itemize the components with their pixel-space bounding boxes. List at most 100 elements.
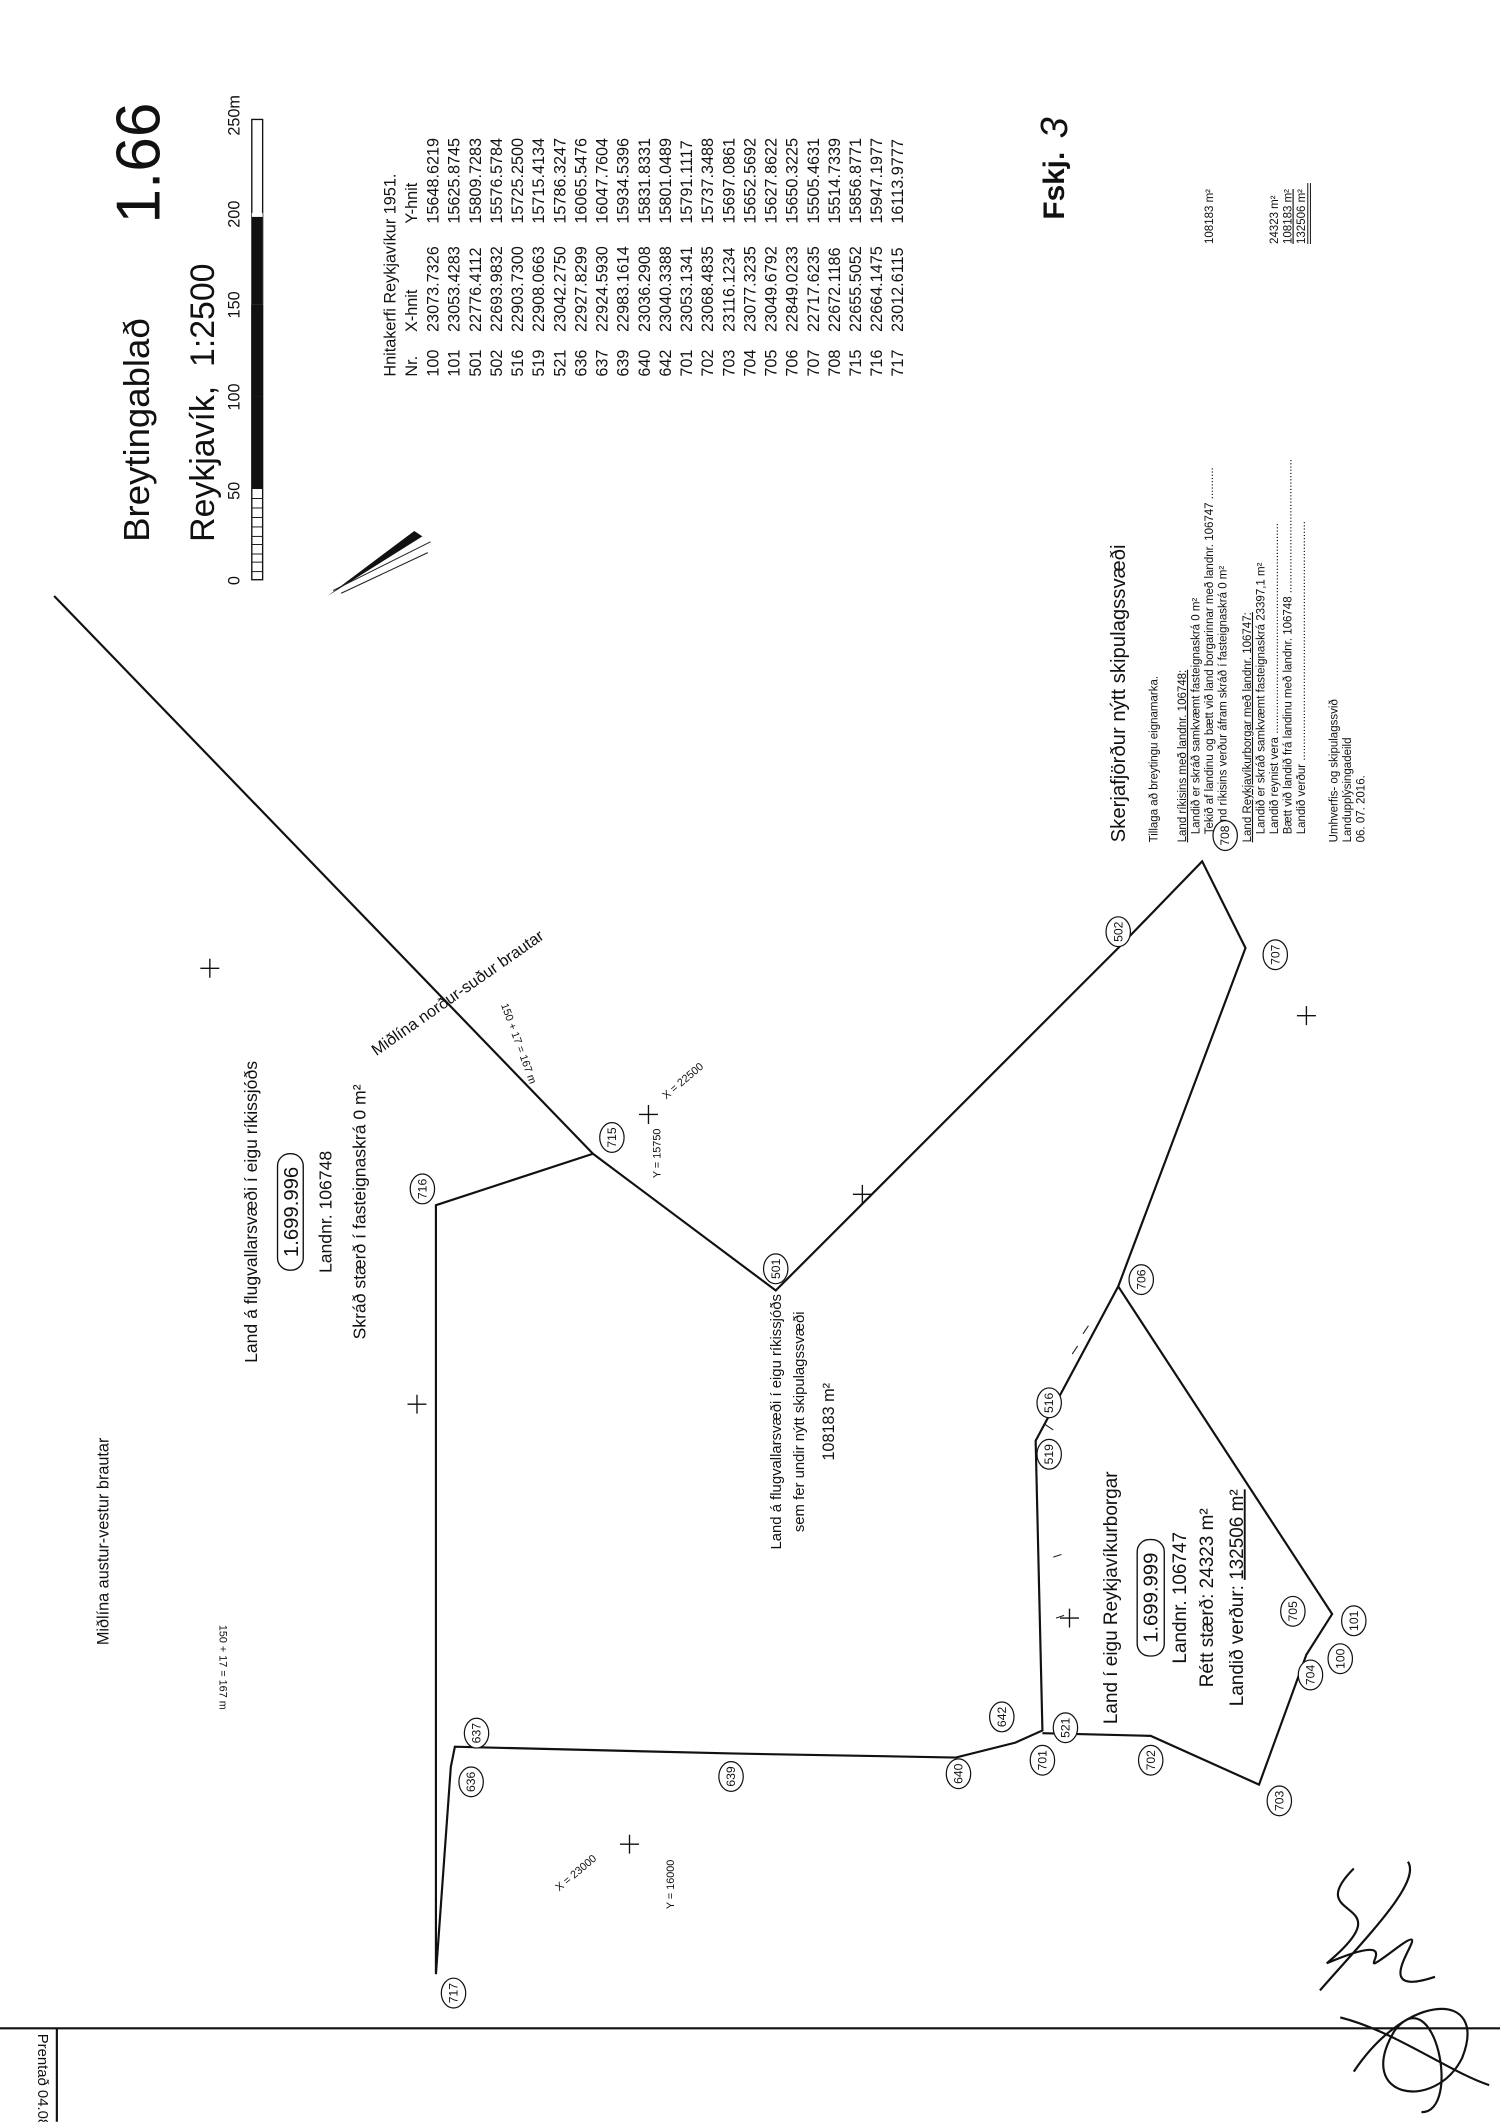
area-transfer: Land á flugvallarsvæði í eigu ríkissjóðs…: [769, 1294, 838, 1549]
point-marker: 642: [989, 1701, 1015, 1733]
coordinate-cell-nr: 705: [763, 350, 781, 377]
parcel-number: 1.699.996: [281, 1167, 303, 1257]
point-label: 708: [1218, 825, 1232, 846]
scale-bar: 0 50 100 150 200 250m: [226, 95, 264, 585]
parcel-number: 1.699.999: [1140, 1553, 1162, 1643]
point-marker: 516: [1036, 1387, 1062, 1419]
coordinate-cell-nr: 703: [720, 350, 738, 377]
state-line: Tekið af landinu og bætt við land borgar…: [1204, 467, 1216, 834]
point-circle: [463, 1717, 490, 1749]
column-header-y: Y-hnit: [403, 182, 421, 223]
point-circle: [1262, 939, 1289, 971]
coordinate-cell-x: 23077.3235: [741, 246, 759, 332]
point-marker: 639: [718, 1760, 744, 1792]
sheet-title: Breytingablað: [116, 318, 157, 541]
point-marker: 716: [409, 1173, 436, 1205]
footer-line: Umhverfis- og skipulagssvið: [1329, 699, 1341, 842]
city-value: 24323 m²: [1269, 195, 1281, 244]
city-value: 108183 m²: [1283, 189, 1295, 244]
point-circle: [1105, 916, 1132, 948]
point-label: 100: [1333, 1648, 1347, 1669]
point-label: 639: [724, 1766, 738, 1787]
attachment-number: 3: [1034, 117, 1076, 138]
coordinate-cell-nr: 519: [530, 350, 548, 377]
point-circle: [1036, 1438, 1062, 1470]
point-circle: [1280, 1595, 1306, 1627]
centerline-ew-label: Miðlína austur-vestur brautar: [94, 1437, 112, 1645]
grid-crosses: [200, 958, 1316, 1854]
coordinate-cell-y: 15715.4134: [530, 138, 548, 224]
coordinate-cell-nr: 716: [868, 350, 886, 377]
coordinate-cell-nr: 516: [509, 350, 527, 377]
coordinate-cell-nr: 707: [805, 350, 823, 377]
point-circle: [1137, 1744, 1164, 1776]
point-marker: 715: [599, 1121, 625, 1153]
point-circle: [1052, 1712, 1079, 1744]
coordinate-cell-y: 15505.4631: [805, 138, 823, 224]
state-line: Landið er skráð samkvæmt fasteignaskrá 0…: [1190, 598, 1202, 835]
coordinate-cell-x: 22664.1475: [868, 246, 886, 332]
column-header-x: X-hnit: [403, 289, 421, 332]
coordinate-cell-y: 15650.3225: [784, 138, 802, 224]
point-label: 701: [1035, 1750, 1049, 1771]
coordinate-cell-y: 15576.5784: [488, 138, 506, 224]
legend-title: Skerjafjörður nýtt skipulagssvæði: [1108, 545, 1130, 843]
point-label: 704: [1304, 1665, 1318, 1686]
point-label: 705: [1286, 1601, 1300, 1622]
coordinate-cell-x: 22693.9832: [488, 246, 506, 332]
point-label: 101: [1347, 1610, 1361, 1631]
point-marker: 637: [463, 1717, 490, 1749]
coordinate-cell-nr: 717: [889, 350, 907, 377]
point-label: 640: [952, 1763, 966, 1784]
city-line: Landið verður ..........................…: [1296, 521, 1308, 834]
point-circle: [1327, 1643, 1354, 1675]
coordinate-cell-nr: 706: [784, 350, 802, 377]
grid-label: Y = 16000: [665, 1860, 677, 1909]
coordinate-cell-y: 16065.5476: [572, 138, 590, 224]
coordinate-cell-x: 22717.6235: [805, 246, 823, 332]
coordinate-cell-y: 15786.3247: [551, 138, 569, 224]
coordinate-cell-x: 23042.2750: [551, 246, 569, 332]
point-label: 716: [415, 1179, 429, 1200]
legend-subtitle: Tillaga að breytingu eignamarka.: [1148, 676, 1160, 842]
coordinate-cell-y: 15856.8771: [847, 138, 865, 224]
coordinate-cell-y: 16113.9777: [889, 139, 907, 224]
point-marker: 706: [1128, 1264, 1155, 1296]
printed-date: Prentað 04.08.2016: [34, 2034, 50, 2122]
coordinate-cell-x: 23049.6792: [763, 246, 781, 332]
point-circle: [945, 1758, 972, 1790]
point-marker: 703: [1266, 1785, 1293, 1817]
point-label: 717: [447, 1983, 461, 2004]
footer-line: 06. 07. 2016.: [1356, 775, 1368, 842]
coordinate-cell-x: 23116.1234: [720, 247, 738, 332]
area-result: Landið verður: 132506 m²: [1227, 1489, 1248, 1706]
distance-note: 150 + 17 = 167 m: [498, 1002, 538, 1086]
coordinate-cell-x: 22672.1186: [826, 247, 844, 332]
point-circle: [440, 1977, 467, 2009]
point-marker: 640: [945, 1758, 972, 1790]
signature-icon: [1319, 1861, 1490, 2114]
point-circle: [1029, 1744, 1056, 1776]
point-label: 715: [605, 1127, 619, 1148]
point-label: 519: [1042, 1444, 1056, 1465]
coordinate-cell-nr: 715: [847, 350, 865, 377]
point-circle: [1266, 1785, 1293, 1817]
area-label: Land í eigu Reykjavíkurborgar: [1101, 1471, 1122, 1724]
area-size: 108183 m²: [820, 1382, 838, 1460]
coordinate-cell-y: 15625.8745: [446, 138, 464, 224]
boundary-lines: [0, 595, 1500, 2122]
attachment-label: Fskj. 3: [1034, 117, 1076, 219]
coordinate-cell-x: 22983.1614: [615, 246, 633, 332]
coordinate-cell-nr: 100: [425, 350, 443, 377]
city-line: Bætt við landið frá landinu með landnr. …: [1283, 459, 1295, 834]
area-result-label: Landið verður:: [1227, 1580, 1248, 1706]
coordinate-cell-nr: 521: [551, 350, 569, 377]
coordinate-cell-x: 22908.0663: [530, 246, 548, 332]
coordinate-cell-x: 22903.7300: [509, 246, 527, 332]
area-label: Land á flugvallarsvæði í eigu ríkissjóðs: [769, 1294, 785, 1549]
grid-label: X = 22500: [660, 1061, 706, 1102]
state-value: 108183 m²: [1204, 189, 1216, 244]
coordinate-cell-nr: 702: [699, 350, 717, 377]
point-label: 516: [1042, 1392, 1056, 1413]
